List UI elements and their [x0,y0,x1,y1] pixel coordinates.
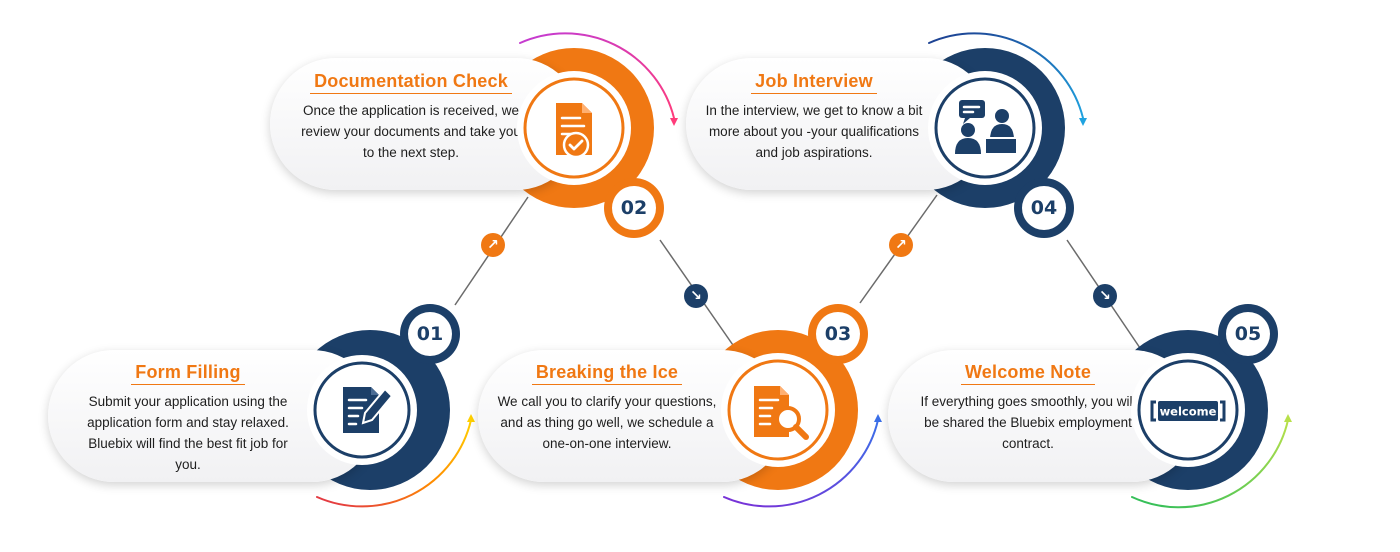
step-05-text: Welcome Note If everything goes smoothly… [914,362,1142,454]
connector-4-arrow-down-right-icon: ↘ [1093,284,1117,308]
connector-2-arrow-down-right-icon: ↘ [684,284,708,308]
step-05-number: 05 [1226,312,1270,356]
step-04-title: Job Interview [751,71,877,94]
step-03-title: Breaking the Ice [531,362,683,385]
document-check-icon [516,70,632,191]
step-04-number: 04 [1022,186,1066,230]
step-04-description: In the interview, we get to know a bit m… [705,103,923,160]
step-01-title: Form Filling [131,362,245,385]
form-pen-icon [306,354,418,471]
welcome-sign-icon: welcome [1130,352,1246,473]
document-search-icon [720,352,836,473]
step-05-description: If everything goes smoothly, you will be… [920,394,1136,451]
interview-icon [927,70,1043,191]
step-02-title: Documentation Check [310,71,512,94]
welcome-sign-label: welcome [1160,405,1217,419]
step-01-text: Form Filling Submit your application usi… [74,362,302,475]
connector-1-arrow-up-right-icon: ↗ [481,233,505,257]
step-01-number: 01 [408,312,452,356]
step-03-description: We call you to clarify your questions, a… [497,394,717,451]
step-05-title: Welcome Note [960,362,1096,385]
step-02-number: 02 [612,186,656,230]
step-03-number: 03 [816,312,860,356]
step-04-text: Job Interview In the interview, we get t… [700,71,928,163]
step-02-text: Documentation Check Once the application… [297,71,525,163]
step-02-description: Once the application is received, we rev… [301,103,521,160]
step-03-text: Breaking the Ice We call you to clarify … [493,362,721,454]
connector-3-arrow-up-right-icon: ↗ [889,233,913,257]
step-01-description: Submit your application using the applic… [87,394,289,472]
